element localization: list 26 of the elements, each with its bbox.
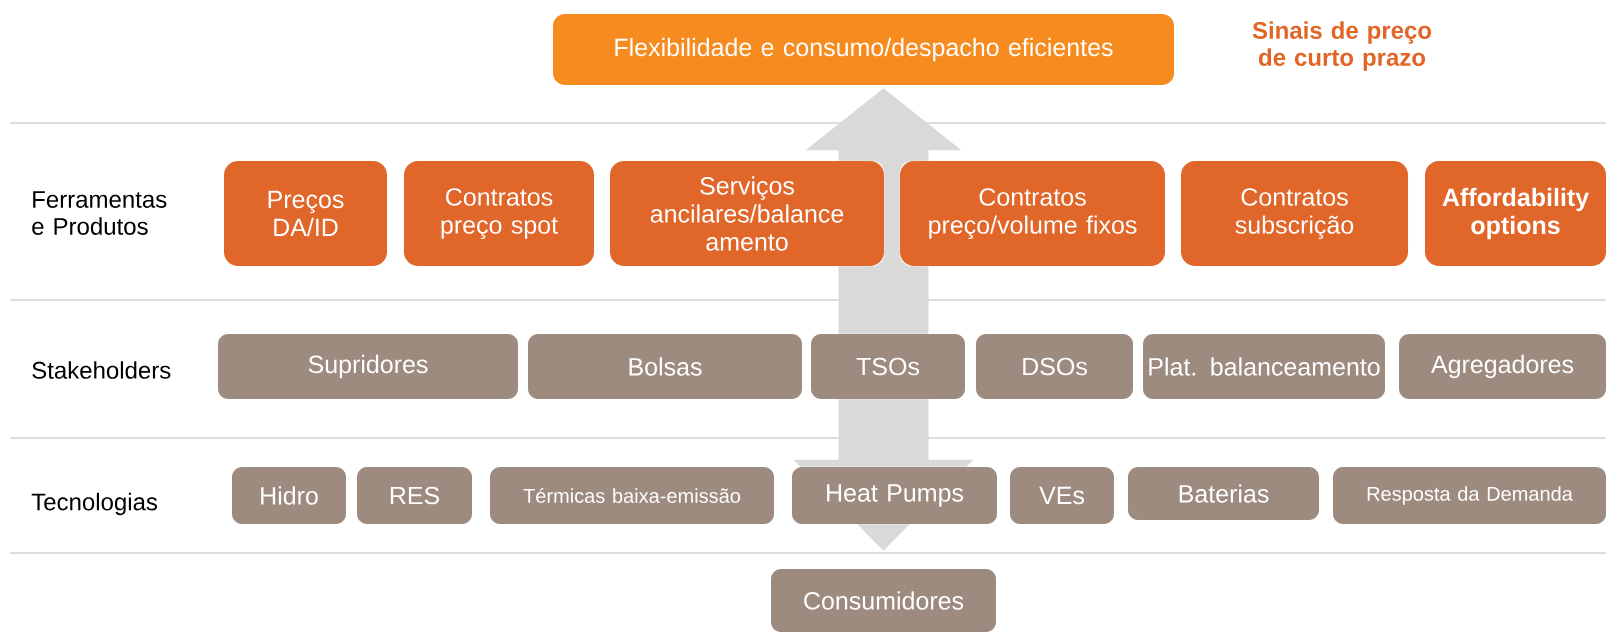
technology-box: Resposta da Demanda — [1333, 467, 1606, 524]
annotation-text: Sinais de preço de curto prazo — [1252, 21, 1432, 71]
product-box: Preços DA/ID — [224, 161, 387, 266]
stakeholder-box: Supridores — [218, 334, 518, 399]
row-label: Stakeholders — [32, 361, 171, 379]
consumer-box: Consumidores — [771, 569, 996, 632]
technology-box: VEs — [1010, 467, 1114, 524]
technology-box: Heat Pumps — [792, 467, 997, 524]
row-label: Ferramentas e Produtos — [32, 191, 167, 235]
product-box: Contratos preço/volume fixos — [900, 161, 1165, 266]
stakeholder-box: Agregadores — [1399, 334, 1606, 399]
technology-box: Hidro — [232, 467, 346, 524]
product-box: Contratos preço spot — [404, 161, 594, 266]
technology-box: RES — [357, 467, 472, 524]
stakeholder-box: Bolsas — [528, 334, 802, 399]
technology-box: Térmicas baixa-emissão — [490, 467, 774, 524]
double-arrow — [793, 88, 974, 551]
technology-box: Baterias — [1128, 467, 1319, 520]
product-box: Serviços ancilares/balance amento — [610, 161, 884, 266]
stakeholder-box: Plat. balanceamento — [1143, 334, 1385, 399]
title-box: Flexibilidade e consumo/despacho eficientes — [553, 14, 1174, 85]
stakeholder-box: DSOs — [976, 334, 1133, 399]
stakeholder-box: TSOs — [811, 334, 965, 399]
product-box: Contratos subscrição — [1181, 161, 1408, 266]
row-label: Tecnologias — [31, 492, 158, 516]
product-box: Affordability options — [1425, 161, 1606, 266]
